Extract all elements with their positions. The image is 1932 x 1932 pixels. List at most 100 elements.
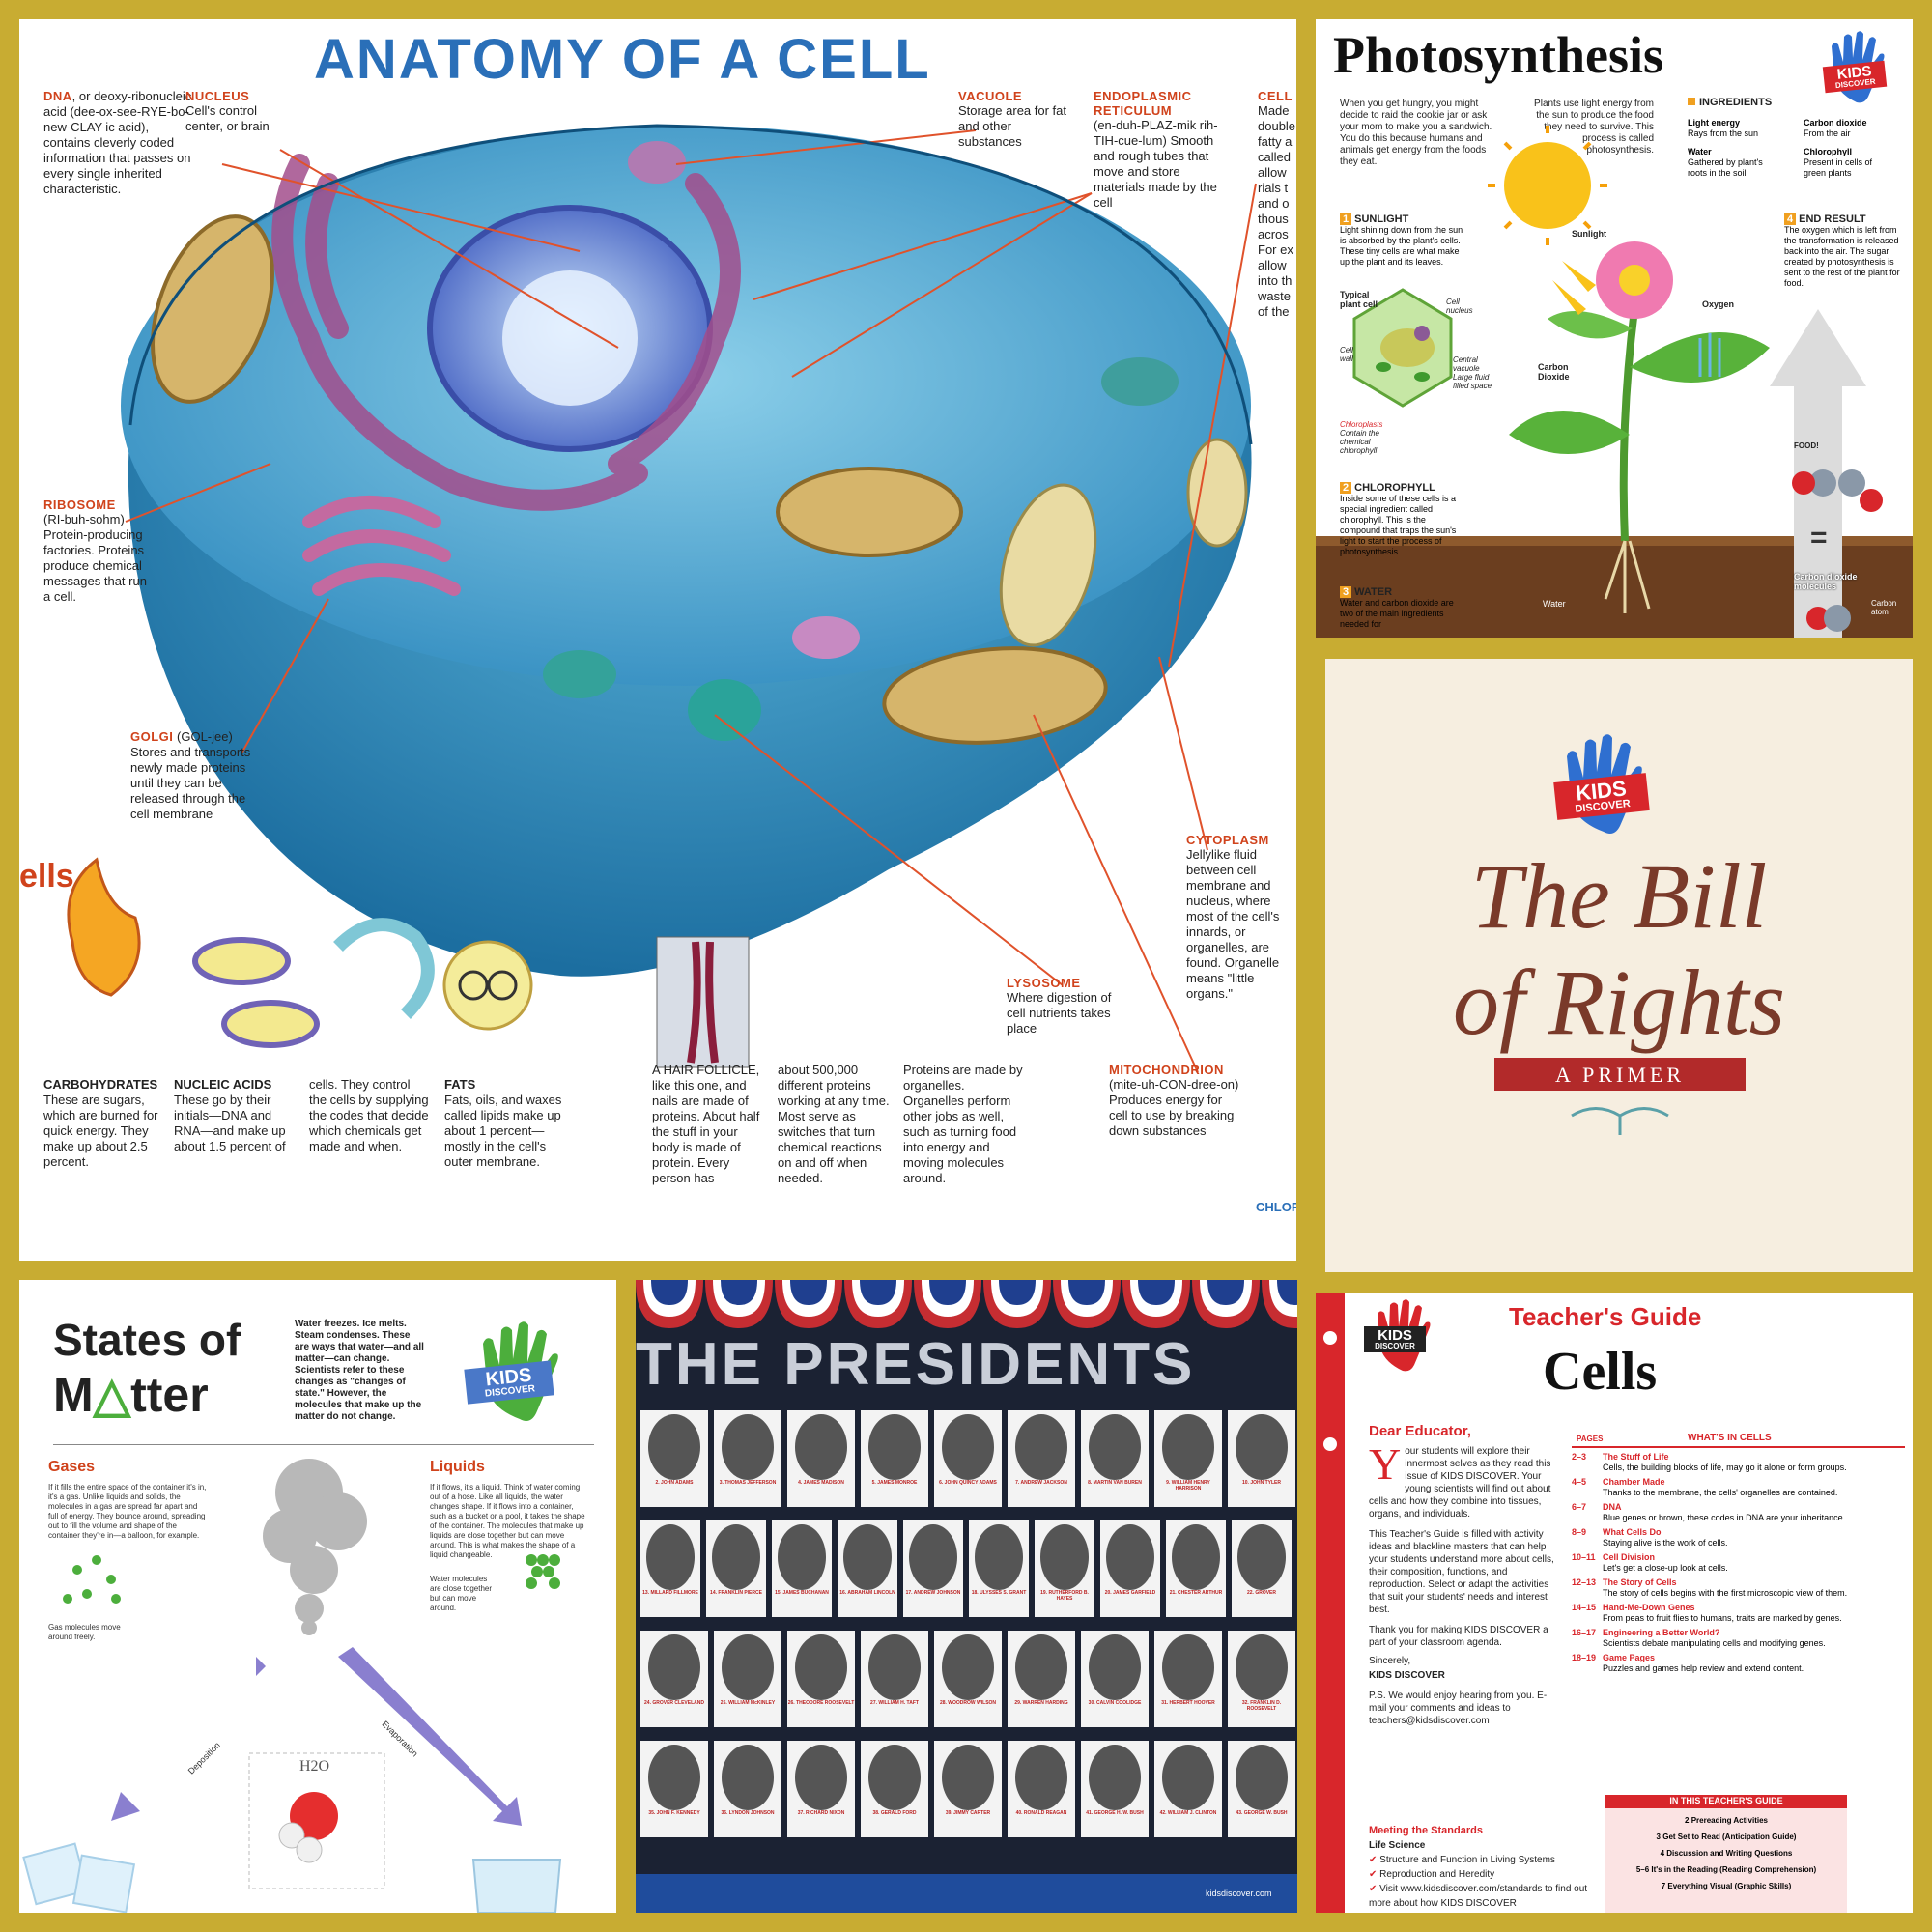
president-card[interactable]: 22. GROVER xyxy=(1232,1520,1292,1617)
presidents-footer-bar xyxy=(636,1874,1297,1913)
water-molecule-icon xyxy=(278,1792,338,1863)
guide-item[interactable]: 7 Everything Visual (Graphic Skills) xyxy=(1661,1882,1792,1890)
president-card[interactable]: 40. RONALD REAGAN xyxy=(1008,1741,1075,1837)
fat-icon xyxy=(442,940,533,1031)
president-card[interactable]: 38. GERALD FORD xyxy=(861,1741,928,1837)
president-card[interactable]: 39. JIMMY CARTER xyxy=(934,1741,1002,1837)
photo-intro-2: Plants use light energy from the sun to … xyxy=(1534,99,1654,156)
president-card[interactable]: 19. RUTHERFORD B. HAYES xyxy=(1035,1520,1094,1617)
president-card[interactable]: 8. MARTIN VAN BUREN xyxy=(1081,1410,1149,1507)
presidents-title: THE PRESIDENTS xyxy=(636,1331,1196,1398)
president-card[interactable]: 28. WOODROW WILSON xyxy=(934,1631,1002,1727)
atom-a-icon: △ xyxy=(93,1368,131,1422)
mitochondrion-bottom xyxy=(882,646,1108,745)
president-card[interactable]: 24. GROVER CLEVELAND xyxy=(640,1631,708,1727)
president-card[interactable]: 30. CALVIN COOLIDGE xyxy=(1081,1631,1149,1727)
president-card[interactable]: 10. JOHN TYLER xyxy=(1228,1410,1295,1507)
president-card[interactable]: 4. JAMES MADISON xyxy=(787,1410,855,1507)
organelles-text: Proteins are made by organelles. Organel… xyxy=(903,1063,1023,1185)
storage-body-yellow-2 xyxy=(1186,438,1248,548)
standards-block: Meeting the Standards Life Science ✔ Str… xyxy=(1369,1824,1591,1911)
president-card[interactable]: 7. ANDREW JACKSON xyxy=(1008,1410,1075,1507)
bunting-banner xyxy=(636,1280,1297,1328)
bill-title-line2: of Rights xyxy=(1452,951,1785,1054)
nucleic-acid-icon xyxy=(192,937,320,1048)
liquid-molecules-icon xyxy=(526,1554,560,1589)
water-molecules-caption: Water molecules are close together but c… xyxy=(430,1575,493,1612)
gases-heading: Gases xyxy=(48,1459,96,1475)
president-row-3: 24. GROVER CLEVELAND 25. WILLIAM McKINLE… xyxy=(640,1631,1297,1727)
ingredients-heading: INGREDIENTS xyxy=(1688,97,1905,108)
photosynthesis-illustration xyxy=(1316,126,1913,638)
presidents-panel: THE PRESIDENTS 2. JOHN ADAMS 3. THOMAS J… xyxy=(636,1280,1297,1913)
presidents-site[interactable]: kidsdiscover.com xyxy=(1206,1889,1272,1898)
guide-item[interactable]: 4 Discussion and Writing Questions xyxy=(1660,1849,1793,1858)
vacuole-label: VACUOLE Storage area for fat and other s… xyxy=(958,89,1067,149)
president-card[interactable]: 29. WARREN HARDING xyxy=(1008,1631,1075,1727)
president-card[interactable]: 15. JAMES BUCHANAN xyxy=(772,1520,832,1617)
president-card[interactable]: 42. WILLIAM J. CLINTON xyxy=(1154,1741,1222,1837)
president-card[interactable]: 26. THEODORE ROOSEVELT xyxy=(787,1631,855,1727)
president-card[interactable]: 5. JAMES MONROE xyxy=(861,1410,928,1507)
president-card[interactable]: 37. RICHARD NIXON xyxy=(787,1741,855,1837)
standard-item: ✔ Structure and Function in Living Syste… xyxy=(1369,1855,1555,1865)
guide-item[interactable]: 3 Get Set to Read (Anticipation Guide) xyxy=(1656,1833,1797,1841)
president-card[interactable]: 18. ULYSSES S. GRANT xyxy=(969,1520,1029,1617)
guide-item[interactable]: 5–6 It's in the Reading (Reading Compreh… xyxy=(1635,1865,1817,1874)
president-card[interactable]: 32. FRANKLIN D. ROOSEVELT xyxy=(1228,1631,1295,1727)
sunlight-label: Sunlight xyxy=(1572,229,1606,239)
standard-item: ✔ Reproduction and Heredity xyxy=(1369,1869,1495,1880)
president-card[interactable]: 35. JOHN F. KENNEDY xyxy=(640,1741,708,1837)
president-card[interactable]: 2. JOHN ADAMS xyxy=(640,1410,708,1507)
carbon-atom-label: Carbon atom xyxy=(1871,599,1897,616)
ice-cubes-icon xyxy=(22,1842,136,1913)
ornament-icon xyxy=(1571,1107,1669,1135)
cell-edge xyxy=(128,124,1253,445)
president-card[interactable]: 21. CHESTER ARTHUR xyxy=(1166,1520,1226,1617)
guide-item[interactable]: 2 Prereading Activities xyxy=(1685,1816,1768,1825)
president-card[interactable]: 14. FRANKLIN PIERCE xyxy=(706,1520,766,1617)
president-card[interactable]: 27. WILLIAM H. TAFT xyxy=(861,1631,928,1727)
president-card[interactable]: 43. GEORGE W. BUSH xyxy=(1228,1741,1295,1837)
vacuole xyxy=(628,141,686,184)
president-card[interactable]: 36. LYNDON JOHNSON xyxy=(714,1741,781,1837)
president-card[interactable]: 13. MILLARD FILLMORE xyxy=(640,1520,700,1617)
golgi-vesicle xyxy=(543,650,616,698)
water-glass-icon xyxy=(471,1859,562,1913)
molecule-frame xyxy=(248,1752,385,1889)
president-card[interactable]: 25. WILLIAM McKINLEY xyxy=(714,1631,781,1727)
fats-block: FATS Fats, oils, and waxes called lipids… xyxy=(444,1077,562,1169)
equals-sign: = xyxy=(1810,522,1828,554)
president-card[interactable]: 9. WILLIAM HENRY HARRISON xyxy=(1154,1410,1222,1507)
water-label: Water xyxy=(1543,599,1566,609)
president-card[interactable]: 3. THOMAS JEFFERSON xyxy=(714,1410,781,1507)
binder-hole-icon xyxy=(1323,1437,1337,1451)
cell-wall-label: Cell wall xyxy=(1340,346,1353,363)
president-card[interactable]: 17. ANDREW JOHNSON xyxy=(903,1520,963,1617)
hair-follicle-image xyxy=(656,936,750,1068)
president-card[interactable]: 41. GEORGE H. W. BUSH xyxy=(1081,1741,1149,1837)
president-card[interactable]: 31. HERBERT HOOVER xyxy=(1154,1631,1222,1727)
binder-hole-icon xyxy=(1323,1331,1337,1345)
president-card[interactable]: 6. JOHN QUINCY ADAMS xyxy=(934,1410,1002,1507)
oxygen-arrows xyxy=(1698,333,1721,377)
checkmark-icon: ✔ xyxy=(1369,1869,1378,1880)
president-card[interactable]: 20. JAMES GARFIELD xyxy=(1100,1520,1160,1617)
president-card[interactable]: 16. ABRAHAM LINCOLN xyxy=(838,1520,897,1617)
lysosome-label: LYSOSOME Where digestion of cell nutrien… xyxy=(1007,976,1112,1036)
toc-header: PAGES WHAT'S IN CELLS xyxy=(1572,1433,1905,1448)
